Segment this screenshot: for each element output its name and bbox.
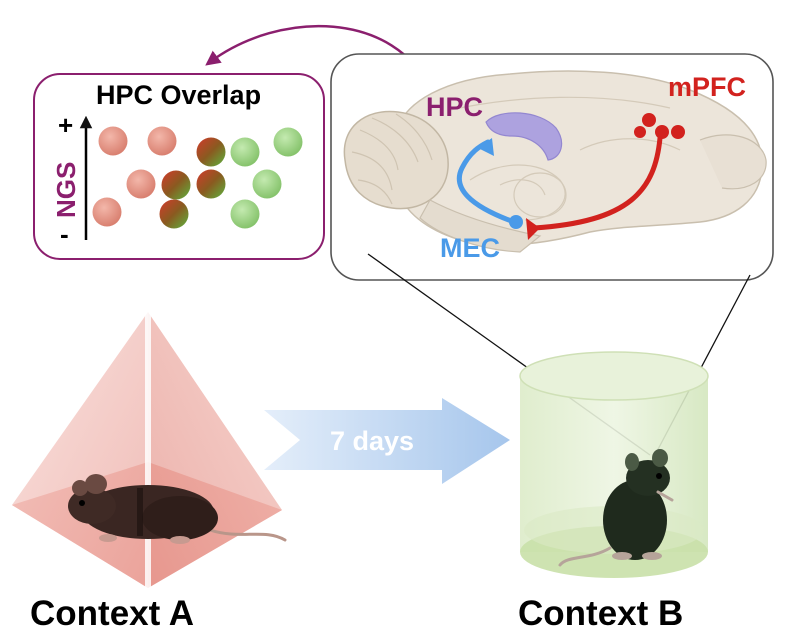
- mpfc-to-mec-pathway: [531, 135, 663, 231]
- label-mpfc: mPFC: [668, 72, 746, 102]
- cell-mixed: [159, 199, 189, 229]
- cell-green: [230, 137, 260, 167]
- brain-panel: HPC mPFC MEC: [330, 53, 774, 281]
- ngs-axis-plus: +: [58, 110, 73, 140]
- pyramid-right-face: [148, 312, 282, 588]
- olfactory-bulb: [699, 134, 767, 190]
- hippocampus-structure: [485, 112, 563, 161]
- label-hpc: HPC: [426, 92, 483, 122]
- context-b-chamber: [519, 351, 709, 578]
- arrow-shape: [264, 398, 510, 484]
- seven-days-arrow: 7 days: [264, 398, 510, 484]
- cell-mixed: [161, 170, 191, 200]
- brainstem-outline: [419, 199, 542, 253]
- mpfc-arrowhead: [526, 218, 540, 240]
- cell-red: [98, 126, 128, 156]
- cell-mixed: [196, 137, 226, 167]
- cerebellum-outline: [343, 110, 449, 210]
- ngs-axis-label: NGS: [51, 162, 81, 218]
- cell-green: [252, 169, 282, 199]
- mec-node: [509, 215, 523, 229]
- mouse-context-a: [68, 474, 287, 544]
- mec-arrowhead: [478, 138, 494, 156]
- brain-internal-structures: [449, 96, 681, 221]
- label-mec: MEC: [440, 233, 500, 263]
- overlap-cells: [92, 126, 303, 229]
- cerebrum-outline: [392, 70, 763, 246]
- pyramid-left-face: [12, 312, 148, 588]
- cell-green: [273, 127, 303, 157]
- hpc-overlap-panel: HPC Overlap + NGS -: [33, 73, 325, 260]
- cell-red: [147, 126, 177, 156]
- brain-illustration: [343, 70, 767, 253]
- cell-green: [230, 199, 260, 229]
- arrow-label: 7 days: [330, 426, 414, 456]
- ngs-axis-minus: -: [60, 219, 69, 249]
- cell-red: [126, 169, 156, 199]
- cell-red: [92, 197, 122, 227]
- cell-mixed: [196, 169, 226, 199]
- mpfc-neurons: [634, 113, 685, 139]
- cerebellum-folia: [351, 113, 433, 205]
- context-a-label: Context A: [30, 594, 194, 633]
- mouse-context-b: [558, 449, 674, 567]
- context-a-chamber: [12, 312, 287, 588]
- cylinder-top: [519, 351, 709, 401]
- context-b-label: Context B: [518, 594, 683, 633]
- overlap-panel-title: HPC Overlap: [96, 80, 261, 110]
